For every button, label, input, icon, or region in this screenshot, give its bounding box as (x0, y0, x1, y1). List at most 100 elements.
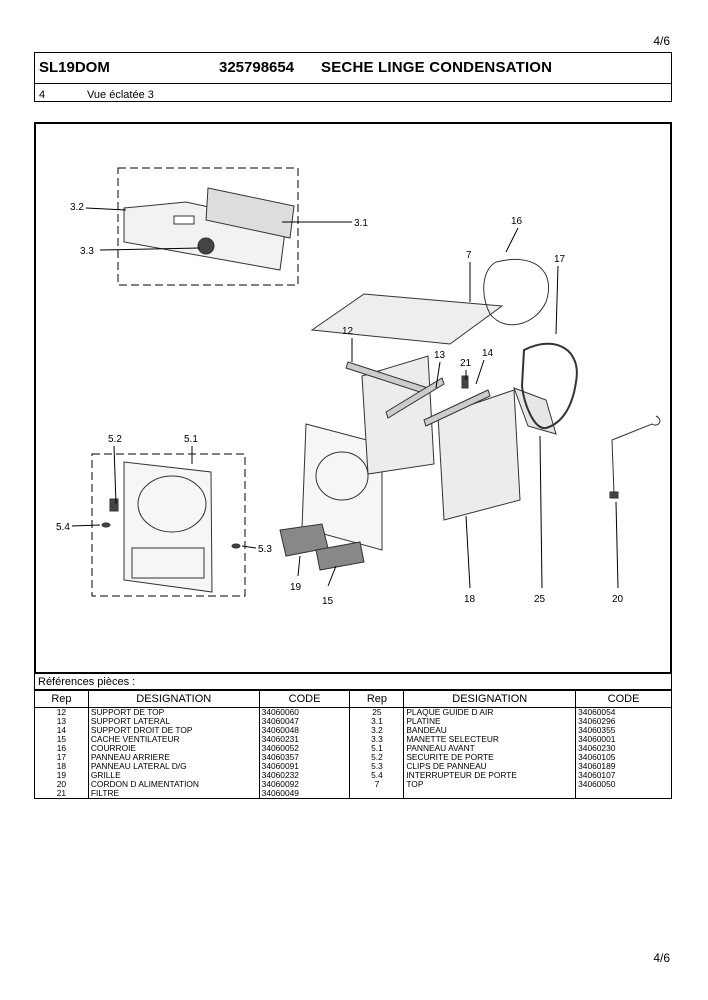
table-row: 19 GRILLE 34060232 5.4 INTERRUPTEUR DE P… (34, 771, 672, 780)
header-divider (35, 83, 671, 84)
control-board (205, 187, 295, 239)
display-window (173, 215, 195, 225)
callout-label: 19 (290, 582, 302, 593)
cell-code: 34060230 (575, 744, 672, 753)
cell-code: 34060231 (258, 735, 351, 744)
cell-rep (349, 789, 405, 799)
column-header-designation: DESIGNATION (403, 690, 577, 708)
table-row: 14 SUPPORT DROIT DE TOP 34060048 3.2 BAN… (34, 726, 672, 735)
cell-code: 34060050 (575, 780, 672, 789)
selector-knob (197, 237, 215, 255)
page-number-top: 4/6 (653, 34, 670, 48)
product-reference: 325798654 (219, 59, 295, 76)
callout-label: 17 (554, 254, 566, 265)
cell-rep: 7 (349, 780, 405, 789)
callout-label: 3.2 (70, 202, 84, 213)
callout-label: 18 (464, 594, 476, 605)
column-header-rep: Rep (34, 690, 89, 708)
cell-designation: PANNEAU LATERAL D/G (87, 762, 260, 771)
callout-label: 15 (322, 596, 334, 607)
fan-cover (315, 541, 365, 571)
cell-designation: MANETTE SELECTEUR (403, 735, 577, 744)
door-opening (137, 475, 207, 533)
table-row: 13 SUPPORT LATERAL 34060047 3.1 PLATINE … (34, 717, 672, 726)
cell-code: 34060001 (575, 735, 672, 744)
page-number-bottom: 4/6 (653, 951, 670, 965)
cell-designation: SUPPORT DE TOP (87, 707, 260, 717)
top-panel (310, 293, 504, 345)
cell-code: 34060091 (258, 762, 351, 771)
cell-code: 34060232 (258, 771, 351, 780)
cell-designation: CORDON D ALIMENTATION (87, 780, 260, 789)
callout-label: 16 (511, 216, 523, 227)
filter-part (461, 375, 469, 389)
cell-designation: PLAQUE GUIDE D AIR (403, 707, 577, 717)
cell-designation: SUPPORT LATERAL (87, 717, 260, 726)
table-row: 20 CORDON D ALIMENTATION 34060092 7 TOP … (34, 780, 672, 789)
rear-panel (520, 342, 578, 429)
callout-label: 13 (434, 350, 446, 361)
cell-designation: INTERRUPTEUR DE PORTE (403, 771, 577, 780)
table-row: 16 COURROIE 34060052 5.1 PANNEAU AVANT 3… (34, 744, 672, 753)
side-panel-right (437, 389, 521, 521)
model-code: SL19DOM (39, 59, 110, 76)
right-top-support (423, 389, 491, 427)
cell-designation: SUPPORT DROIT DE TOP (87, 726, 260, 735)
inner-front-panel (301, 423, 383, 551)
column-header-code: CODE (258, 690, 351, 708)
callout-label: 7 (466, 250, 472, 261)
column-header-designation: DESIGNATION (87, 690, 260, 708)
table-row: 15 CACHE VENTILATEUR 34060231 3.3 MANETT… (34, 735, 672, 744)
callout-label: 5.4 (56, 522, 70, 533)
table-row: 18 PANNEAU LATERAL D/G 34060091 5.3 CLIP… (34, 762, 672, 771)
callout-label: 14 (482, 348, 494, 359)
product-description: SECHE LINGE CONDENSATION (321, 59, 553, 76)
parts-references-title: Références pièces : (38, 676, 136, 688)
section-title: Vue éclatée 3 (87, 89, 154, 101)
cell-designation: PLATINE (403, 717, 577, 726)
door-lock (109, 498, 119, 512)
cell-designation: PANNEAU AVANT (403, 744, 577, 753)
side-support (385, 377, 445, 419)
cell-rep: 21 (34, 789, 89, 799)
cell-designation: COURROIE (87, 744, 260, 753)
table-row: 12 SUPPORT DE TOP 34060060 25 PLAQUE GUI… (34, 707, 672, 717)
cell-designation: PANNEAU ARRIERE (87, 753, 260, 762)
drive-belt (483, 258, 550, 326)
table-row: 21 FILTRE 34060049 (34, 789, 672, 799)
cell-designation: FILTRE (87, 789, 260, 799)
column-header-code: CODE (575, 690, 672, 708)
cell-code: 34060105 (575, 753, 672, 762)
cell-designation: SECURITE DE PORTE (403, 753, 577, 762)
cell-code: 34060357 (258, 753, 351, 762)
callout-label: 5.3 (258, 544, 272, 555)
callout-label: 20 (612, 594, 624, 605)
callout-label: 12 (342, 326, 354, 337)
cell-code: 34060052 (258, 744, 351, 753)
cell-code: 34060092 (258, 780, 351, 789)
cell-code: 34060047 (258, 717, 351, 726)
cell-code: 34060107 (575, 771, 672, 780)
cell-designation: CLIPS DE PANNEAU (403, 762, 577, 771)
door-switch (101, 522, 111, 528)
cell-designation (403, 789, 577, 799)
parts-table: Rep DESIGNATION CODE Rep DESIGNATION COD… (34, 690, 672, 799)
exploded-view-drawing: 3.2 3.1 3.3 16 7 17 12 13 21 14 5.2 5.1 … (56, 167, 661, 607)
control-panel-group (117, 167, 299, 286)
front-panel-vent (131, 547, 205, 579)
cell-code: 34060296 (575, 717, 672, 726)
cell-code: 34060060 (258, 707, 351, 717)
parts-table-header: Rep DESIGNATION CODE Rep DESIGNATION COD… (34, 690, 672, 708)
cell-code: 34060189 (575, 762, 672, 771)
cell-designation: GRILLE (87, 771, 260, 780)
parts-references-heading: Références pièces : (34, 673, 672, 690)
power-plug (609, 491, 619, 499)
cell-code: 34060355 (575, 726, 672, 735)
section-number: 4 (39, 89, 46, 101)
callout-label: 25 (534, 594, 546, 605)
front-panel (123, 461, 213, 593)
callout-label: 3.3 (80, 246, 94, 257)
cell-code (575, 789, 672, 799)
cell-designation: BANDEAU (403, 726, 577, 735)
cell-code: 34060048 (258, 726, 351, 735)
